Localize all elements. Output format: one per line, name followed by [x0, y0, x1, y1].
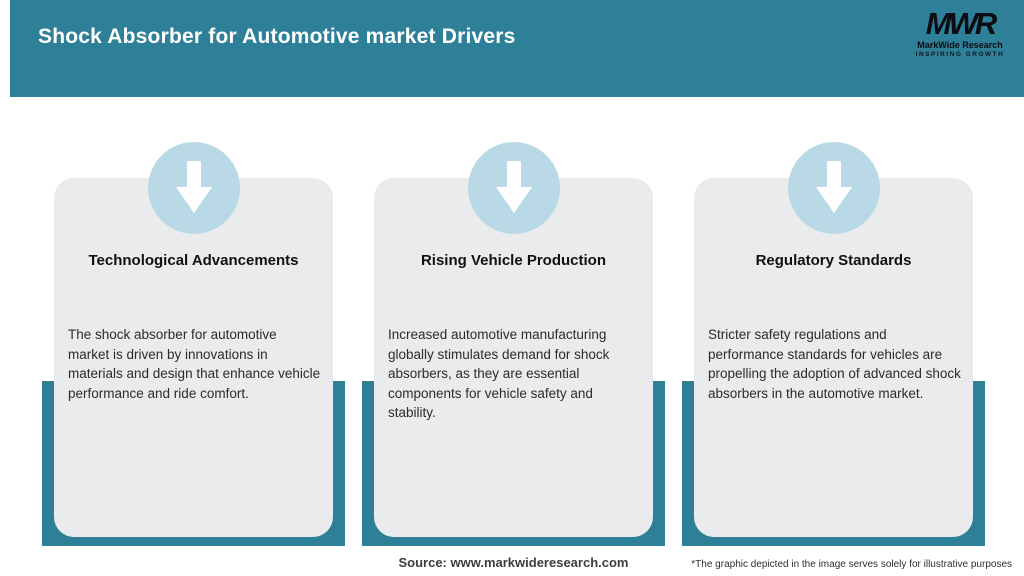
card-body-text: The shock absorber for automotive market…	[68, 327, 321, 401]
logo-tagline: INSPIRING GROWTH	[915, 51, 1005, 58]
logo-abbr-icon: MWR	[925, 6, 997, 41]
icon-circle	[467, 142, 560, 234]
driver-card-technological-advancements: Technological Advancements The shock abs…	[42, 142, 345, 546]
driver-card-rising-vehicle-production: Rising Vehicle Production Increased auto…	[362, 142, 665, 546]
page-title: Shock Absorber for Automotive market Dri…	[38, 25, 516, 48]
icon-circle	[787, 142, 880, 234]
card-panel	[694, 178, 973, 537]
logo-name: MarkWide Research	[917, 40, 1003, 50]
down-arrow-icon	[815, 161, 852, 213]
card-title: Rising Vehicle Production	[420, 252, 607, 269]
card-body-text: Stricter safety regulations and performa…	[708, 327, 961, 401]
disclaimer-note: *The graphic depicted in the image serve…	[691, 559, 1012, 570]
card-panel	[374, 178, 653, 537]
source-attribution: Source: www.markwideresearch.com	[398, 555, 629, 570]
card-title: Regulatory Standards	[755, 252, 912, 269]
down-arrow-icon	[175, 161, 212, 213]
icon-circle	[147, 142, 240, 234]
markwide-research-logo: MWR MarkWide Research INSPIRING GROWTH	[910, 8, 1010, 58]
card-title: Technological Advancements	[88, 252, 299, 269]
driver-card-regulatory-standards: Regulatory Standards Stricter safety reg…	[682, 142, 985, 546]
down-arrow-icon	[495, 161, 532, 213]
card-panel	[54, 178, 333, 537]
header-bar: Shock Absorber for Automotive market Dri…	[10, 0, 1024, 97]
card-body-text: Increased automotive manufacturing globa…	[388, 327, 610, 421]
